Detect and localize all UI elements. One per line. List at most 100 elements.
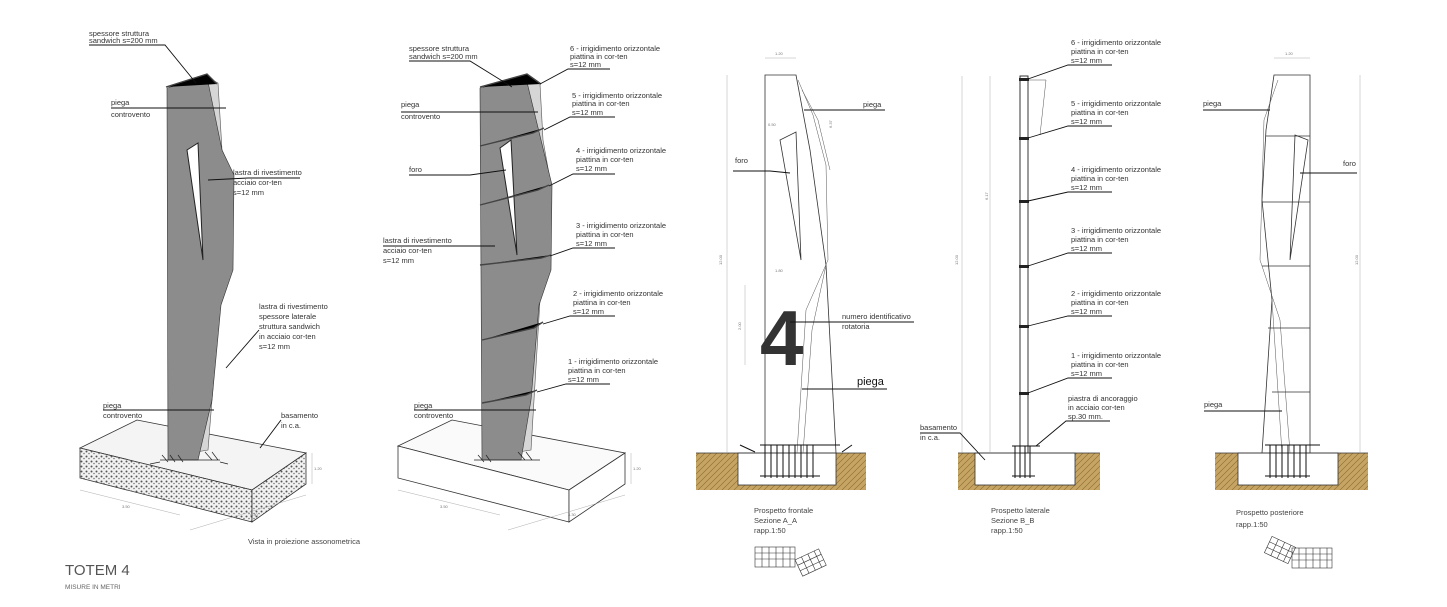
label-piega-top-l1: piega xyxy=(111,98,130,107)
label4-piastra-l3: sp.30 mm. xyxy=(1068,412,1103,421)
foundation-3 xyxy=(737,452,837,486)
plate-4 xyxy=(479,184,550,206)
stiffener1-l1: 1 - irrigidimento orizzontale xyxy=(568,357,658,366)
s4-1-l1: 1 - irrigidimento orizzontale xyxy=(1071,351,1161,360)
label4-piastra-l2: in acciaio cor-ten xyxy=(1068,403,1125,412)
view-side-elevation: 12.00 6.17 basamento in c.a. piastra di … xyxy=(920,38,1161,535)
totem5-hole xyxy=(1289,134,1309,261)
label3-numero-l1: numero identificativo xyxy=(842,312,911,321)
caption3-l3: rapp.1:50 xyxy=(754,526,786,535)
stiffener-labels-4: 6 - irrigidimento orizzontale piattina i… xyxy=(1027,38,1161,394)
leader-s5 xyxy=(543,116,615,131)
totem5-outline xyxy=(1261,74,1311,454)
rotatoria-number: 4 xyxy=(760,294,803,382)
dim-line-a xyxy=(79,489,181,516)
stiffener3-l3: s=12 mm xyxy=(576,239,607,248)
stiffener5-l2: piattina in cor-ten xyxy=(572,99,630,108)
label2-piega-bot-l2: controvento xyxy=(414,411,453,420)
s4-2-l3: s=12 mm xyxy=(1071,307,1102,316)
label2-lastra-l1: lastra di rivestimento xyxy=(383,236,452,245)
view-front-elevation: 4 piega foro numero identificativo rotat… xyxy=(696,51,914,577)
stiffener4-l2: piattina in cor-ten xyxy=(576,155,634,164)
caption3-l2: Sezione A_A xyxy=(754,516,797,525)
dim3-d3: 2.00 xyxy=(737,321,742,330)
label-lastra-l2: acciaio cor-ten xyxy=(233,178,282,187)
dim3-d4: 1.80 xyxy=(775,268,784,273)
stiffener6-l1: 6 - irrigidimento orizzontale xyxy=(570,44,660,53)
plate-2 xyxy=(481,321,544,341)
leader3-foro xyxy=(733,170,791,174)
dim3-d2: 6.37 xyxy=(828,119,833,128)
label2-lastra-l2: acciaio cor-ten xyxy=(383,246,432,255)
stiffener-labels-2: 6 - irrigidimento orizzontale piattina i… xyxy=(536,44,666,393)
leader-s6 xyxy=(539,68,610,85)
dim2-b: 4.30 xyxy=(568,512,577,517)
s4-1-l3: s=12 mm xyxy=(1071,369,1102,378)
caption4-l1: Prospetto laterale xyxy=(991,506,1050,515)
dim2-line-b xyxy=(507,494,626,531)
label-lat-l4: in acciaio cor-ten xyxy=(259,332,316,341)
s4-5-l3: s=12 mm xyxy=(1071,117,1102,126)
plan-thumbnail-3 xyxy=(754,546,827,577)
dim3-d1: 0.50 xyxy=(768,122,777,127)
label-lastra-l1: lastra di rivestimento xyxy=(233,168,302,177)
s4-6-l1: 6 - irrigidimento orizzontale xyxy=(1071,38,1161,47)
leader-s3 xyxy=(549,247,615,257)
label3-foro: foro xyxy=(735,156,748,165)
dim2-line-a xyxy=(397,489,501,516)
dim-line-b xyxy=(189,494,307,531)
leader-spessore xyxy=(89,44,197,84)
dim4-h2: 6.17 xyxy=(984,191,989,200)
dim-b: 4.30 xyxy=(250,512,259,517)
stiffener5-l3: s=12 mm xyxy=(572,108,603,117)
leader4-s5 xyxy=(1027,125,1112,139)
s4-3-l1: 3 - irrigidimento orizzontale xyxy=(1071,226,1161,235)
totem-hole xyxy=(186,142,204,261)
label-piega-top-l2: controvento xyxy=(111,110,150,119)
stiffener2-l1: 2 - irrigidimento orizzontale xyxy=(573,289,663,298)
dim-c: 1.20 xyxy=(314,466,323,471)
s4-4-l3: s=12 mm xyxy=(1071,183,1102,192)
s4-6-l2: piattina in cor-ten xyxy=(1071,47,1129,56)
label2-piega-top-l1: piega xyxy=(401,100,420,109)
plate-6 xyxy=(479,73,542,88)
totem3-fold-c xyxy=(802,264,827,454)
label3-piega-big: piega xyxy=(857,376,885,388)
sheet-subtitle: MISURE IN METRI xyxy=(65,584,121,591)
s4-5-l1: 5 - irrigidimento orizzontale xyxy=(1071,99,1161,108)
leader4-s3 xyxy=(1027,252,1112,267)
totem4-fold xyxy=(1028,79,1047,136)
leader-lat xyxy=(225,329,260,369)
leader4-s4 xyxy=(1027,191,1112,202)
leader-s4 xyxy=(548,173,615,187)
label4-basamento-l1: basamento xyxy=(920,423,957,432)
plate-5 xyxy=(479,127,545,147)
label-spessore-l2: sandwich s=200 mm xyxy=(89,36,158,45)
stiffener1-l3: s=12 mm xyxy=(568,375,599,384)
caption5-l2: rapp.1:50 xyxy=(1236,520,1268,529)
caption4-l3: rapp.1:50 xyxy=(991,526,1023,535)
label-spessore-l1: spessore struttura xyxy=(89,29,150,38)
caption3-l1: Prospetto frontale xyxy=(754,506,813,515)
plan-thumbnail-5 xyxy=(1264,535,1333,569)
stiffener3-l2: piattina in cor-ten xyxy=(576,230,634,239)
label4-basamento-l2: in c.a. xyxy=(920,433,940,442)
footing-rebar-4 xyxy=(1012,445,1040,478)
label5-foro: foro xyxy=(1343,159,1356,168)
footing-rebar-5 xyxy=(1265,444,1320,478)
leader-lastra xyxy=(207,177,300,181)
sheet-title: TOTEM 4 xyxy=(65,562,130,579)
label2-lastra-l3: s=12 mm xyxy=(383,256,414,265)
stiffener5-l1: 5 - irrigidimento orizzontale xyxy=(572,91,662,100)
plate-3 xyxy=(479,254,552,266)
view-axonometric-solid: spessore struttura sandwich s=200 mm pie… xyxy=(78,29,361,546)
totem5-fold-b xyxy=(1271,299,1283,454)
base2-right-face xyxy=(568,452,626,523)
dim3-h: 12.00 xyxy=(718,254,723,265)
label2-piega-top-l2: controvento xyxy=(401,112,440,121)
top-plate xyxy=(165,73,218,88)
totem3-hole xyxy=(779,131,802,261)
stiffener3-l1: 3 - irrigidimento orizzontale xyxy=(576,221,666,230)
stiffener2-l3: s=12 mm xyxy=(573,307,604,316)
